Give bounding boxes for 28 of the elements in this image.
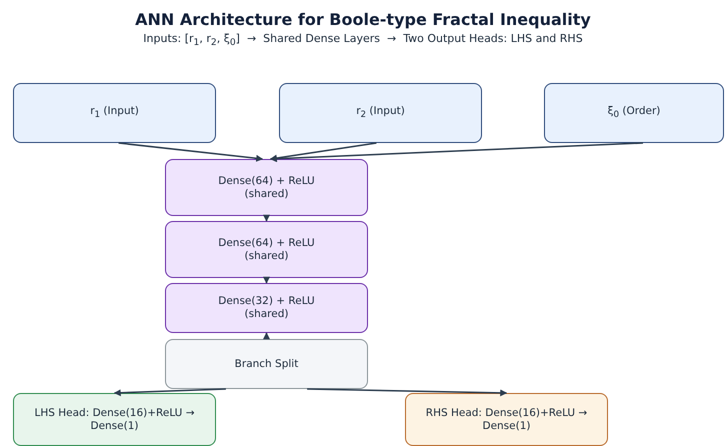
layer-box (165, 221, 368, 278)
arrow (307, 388, 508, 396)
arrow (263, 214, 270, 222)
split-box (165, 339, 368, 389)
node-label: Dense(32) + ReLU (shared) (217, 295, 316, 321)
arrow (270, 142, 644, 162)
arrow (270, 142, 377, 162)
output-head-box (13, 393, 216, 446)
arrow (263, 332, 270, 340)
output-head-box (405, 393, 608, 446)
diagram-title: ANN Architecture for Boole-type Fractal Inequality (134, 10, 592, 29)
node-label: r$_{1}$ (Input) (90, 105, 139, 121)
layer-box (165, 159, 368, 216)
node-label: r$_{2}$ (Input) (356, 105, 405, 121)
subtitle: Inputs: [r$_{1}$, r$_{2}$, ξ$_{0}$] → Shared Dense Layers → Two Output Heads: LHS and RHS (142, 32, 584, 48)
input-box (544, 83, 724, 143)
layer-box (165, 283, 368, 333)
arrow (118, 142, 264, 162)
arrow (114, 388, 226, 396)
arrow (263, 276, 270, 284)
input-box (13, 83, 216, 143)
node-label: ξ$_{0}$ (Order) (608, 105, 660, 121)
node-label: RHS Head: Dense(16)+ReLU → Dense(1) (424, 406, 588, 432)
node-label: Branch Split (234, 358, 298, 370)
node-label: Dense(64) + ReLU (shared) (217, 236, 316, 262)
node-label: LHS Head: Dense(16)+ReLU → Dense(1) (34, 406, 196, 432)
input-box (279, 83, 482, 143)
node-label: Dense(64) + ReLU (shared) (217, 174, 316, 200)
